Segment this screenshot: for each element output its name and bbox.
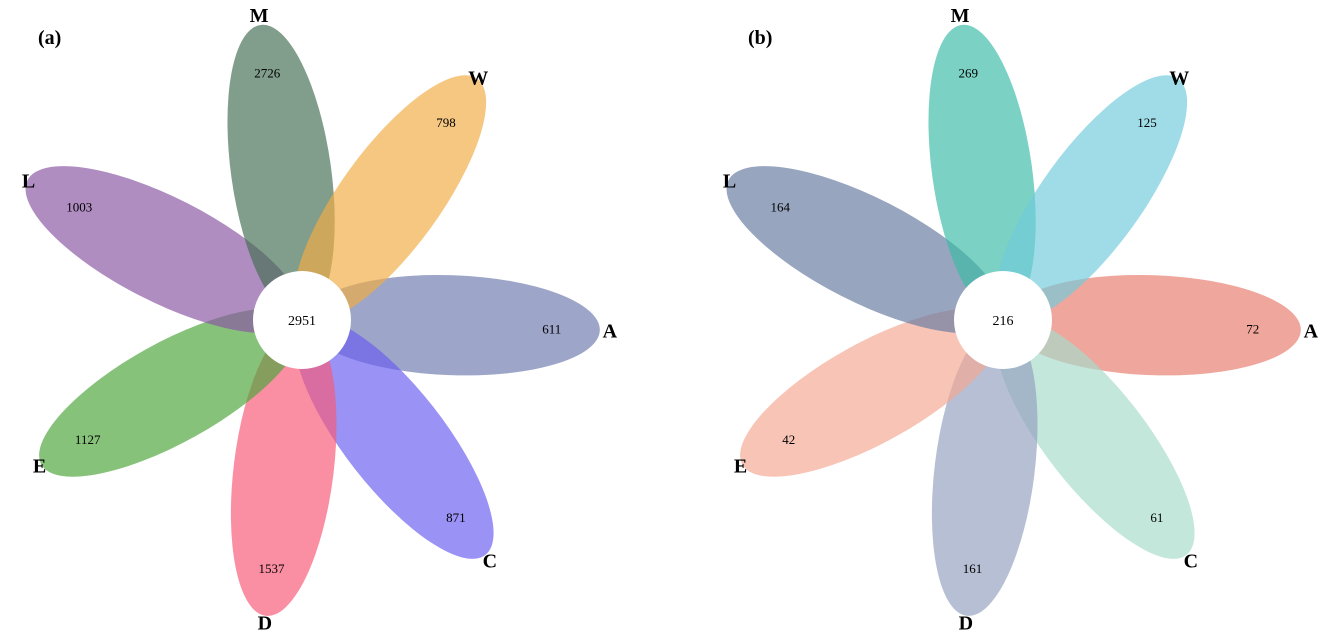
petal-e-label: E <box>33 455 46 477</box>
core-count: 2951 <box>288 314 316 329</box>
petal-d <box>931 321 1038 616</box>
petal-a-label: A <box>603 321 618 343</box>
petal-c-count: 871 <box>446 510 466 525</box>
petal-l <box>25 166 303 334</box>
petal-c-label: C <box>483 550 497 572</box>
petals <box>726 24 1301 616</box>
petal-c <box>996 317 1195 559</box>
petal-w-label: W <box>1169 67 1189 89</box>
petal-w-count: 798 <box>436 115 456 130</box>
petal-m-label: M <box>250 5 269 27</box>
petal-m-label: M <box>951 5 970 27</box>
petal-m-count: 2726 <box>254 65 281 80</box>
petal-d-label: D <box>959 613 973 635</box>
petal-e-count: 1127 <box>75 432 101 447</box>
core-circle <box>954 271 1052 369</box>
petal-l-count: 1003 <box>66 200 92 215</box>
petal-a-count: 72 <box>1246 322 1259 337</box>
petal-c-count: 61 <box>1150 510 1163 525</box>
petal-a-label: A <box>1304 321 1319 343</box>
petal-w <box>995 75 1188 322</box>
petals <box>25 24 600 616</box>
petal-w <box>294 75 487 322</box>
panel-label: (a) <box>38 27 61 49</box>
petal-d-count: 161 <box>963 561 983 576</box>
petal-d <box>230 321 337 616</box>
petal-e <box>39 308 303 477</box>
petal-l-label: L <box>723 171 736 193</box>
petal-l-label: L <box>22 171 35 193</box>
petal-w-count: 125 <box>1137 115 1157 130</box>
petal-c <box>295 317 494 559</box>
petal-a-count: 611 <box>542 322 561 337</box>
petal-w-label: W <box>468 67 488 89</box>
core-count: 216 <box>993 314 1014 329</box>
panel-label: (b) <box>748 27 772 49</box>
petal-c-label: C <box>1184 550 1198 572</box>
petal-l <box>726 166 1004 334</box>
petal-e-count: 42 <box>782 432 795 447</box>
petal-d-label: D <box>258 613 272 635</box>
core-circle <box>253 271 351 369</box>
petal-m-count: 269 <box>958 65 978 80</box>
petal-e <box>740 308 1004 477</box>
petal-d-count: 1537 <box>259 561 286 576</box>
petal-l-count: 164 <box>770 200 790 215</box>
petal-e-label: E <box>734 455 747 477</box>
